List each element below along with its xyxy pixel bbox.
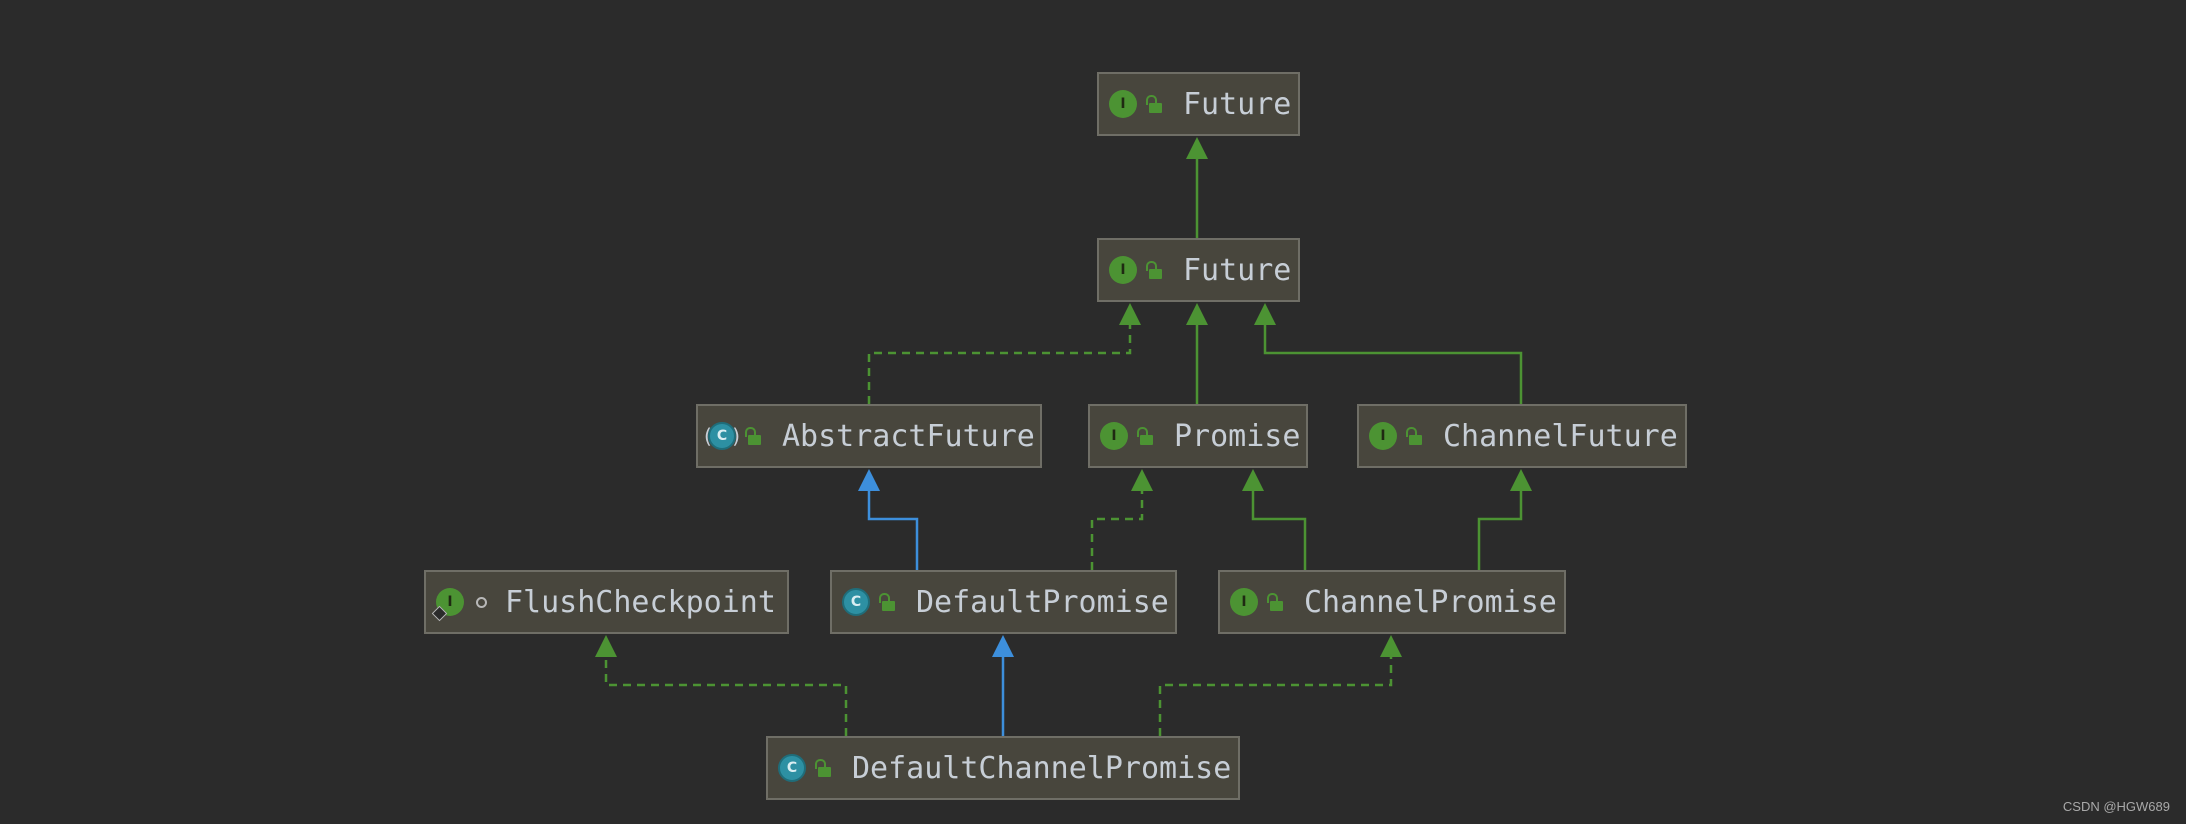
- node-label: Future: [1183, 252, 1292, 288]
- edge-arrowhead: [1254, 303, 1276, 325]
- unlocked-padlock-icon: [745, 426, 764, 446]
- node-future[interactable]: I Future: [1097, 238, 1300, 302]
- node-channel-promise[interactable]: I ChannelPromise: [1218, 570, 1566, 634]
- interface-badge-icon: I: [431, 588, 464, 622]
- edge-default-channel-promise-to-default-promise: [992, 635, 1014, 736]
- interface-badge-icon: I: [1109, 90, 1137, 118]
- edge-default-promise-to-abstract-future: [858, 469, 919, 570]
- node-label: DefaultChannelPromise: [852, 750, 1232, 786]
- edge-line: [867, 489, 919, 570]
- edge-arrowhead: [992, 635, 1014, 657]
- unlocked-padlock-icon: [1146, 260, 1165, 280]
- abstract-class-badge-icon: C: [704, 422, 740, 450]
- edge-abstract-future-to-future: [867, 303, 1141, 404]
- edge-line: [1477, 489, 1523, 570]
- edge-channel-future-to-future: [1254, 303, 1523, 404]
- edge-channel-promise-to-channel-future: [1477, 469, 1532, 570]
- edge-line: [1263, 323, 1523, 404]
- node-label: AbstractFuture: [782, 418, 1035, 454]
- class-badge-icon: C: [778, 754, 806, 782]
- edge-promise-to-future: [1186, 303, 1208, 404]
- unlocked-padlock-icon: [815, 758, 834, 778]
- node-default-channel-promise[interactable]: C DefaultChannelPromise: [766, 736, 1240, 800]
- interface-badge-icon: I: [1100, 422, 1128, 450]
- edge-arrowhead: [1380, 635, 1402, 657]
- interface-badge-icon: I: [1369, 422, 1397, 450]
- edge-channel-promise-to-promise: [1242, 469, 1307, 570]
- edge-line: [1090, 489, 1144, 570]
- edge-future-to-future-top: [1186, 137, 1208, 238]
- edge-default-channel-promise-to-channel-promise: [1158, 635, 1402, 736]
- edge-arrowhead: [858, 469, 880, 491]
- edge-line: [1158, 655, 1393, 736]
- edge-arrowhead: [595, 635, 617, 657]
- unlocked-padlock-icon: [1406, 426, 1425, 446]
- edge-line: [604, 655, 848, 736]
- unlocked-padlock-icon: [1137, 426, 1156, 446]
- unlocked-padlock-icon: [1267, 592, 1286, 612]
- node-promise[interactable]: I Promise: [1088, 404, 1308, 468]
- node-label: Future: [1183, 86, 1292, 122]
- edge-default-promise-to-promise: [1090, 469, 1153, 570]
- node-channel-future[interactable]: I ChannelFuture: [1357, 404, 1687, 468]
- node-label: ChannelPromise: [1304, 584, 1557, 620]
- edge-arrowhead: [1131, 469, 1153, 491]
- node-future-top[interactable]: I Future: [1097, 72, 1300, 136]
- edge-arrowhead: [1186, 137, 1208, 159]
- edge-default-channel-promise-to-flush-checkpoint: [595, 635, 848, 736]
- watermark: CSDN @HGW689: [2062, 799, 2170, 814]
- edge-arrowhead: [1119, 303, 1141, 325]
- interface-badge-icon: I: [1109, 256, 1137, 284]
- interface-badge-icon: I: [1230, 588, 1258, 616]
- class-badge-icon: C: [842, 588, 870, 616]
- unlocked-padlock-icon: [879, 592, 898, 612]
- node-label: Promise: [1174, 418, 1301, 454]
- node-label: DefaultPromise: [916, 584, 1169, 620]
- nested-diamond-icon: [431, 605, 448, 622]
- edge-line: [1251, 489, 1307, 570]
- edge-line: [867, 323, 1132, 404]
- node-default-promise[interactable]: C DefaultPromise: [830, 570, 1177, 634]
- edge-arrowhead: [1510, 469, 1532, 491]
- unlocked-padlock-icon: [1146, 94, 1165, 114]
- node-flush-checkpoint[interactable]: I FlushCheckpoint: [424, 570, 789, 634]
- edge-arrowhead: [1186, 303, 1208, 325]
- edge-arrowhead: [1242, 469, 1264, 491]
- node-label: ChannelFuture: [1443, 418, 1678, 454]
- node-label: FlushCheckpoint: [505, 584, 776, 620]
- package-private-dot-icon: [476, 596, 487, 608]
- node-abstract-future[interactable]: C AbstractFuture: [696, 404, 1042, 468]
